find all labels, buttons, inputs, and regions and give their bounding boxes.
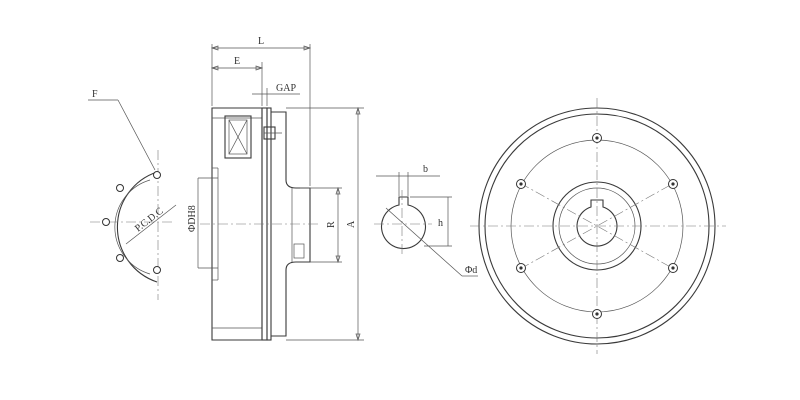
r-arrow-top [335,186,341,195]
l-arrow-right [303,45,312,51]
bolt-hole [102,218,110,226]
b-label: b [423,164,428,175]
l-arrow-left [210,45,219,51]
bore-with-keyway [576,199,618,247]
h-label: h [438,218,443,229]
f-leader-line [117,99,156,171]
clutch-section-view: L E GAP ΦDH8 R A [187,36,364,342]
front-centerline-diag [519,182,675,270]
bolt-hole-center [595,312,599,316]
a-label: A [346,220,357,228]
front-centerline-diag [519,182,675,270]
e-arrow-right [255,65,264,71]
bolt-hole [153,171,161,179]
a-arrow-top [355,106,361,115]
gap-label: GAP [276,83,296,94]
d-label: Φd [465,265,477,276]
coil-box [224,115,252,159]
pcd-label: P.C.D.C [133,205,166,234]
bolt-hole [116,184,124,192]
l-label: L [258,36,264,47]
a-arrow-bottom [355,333,361,342]
dh-label: ΦDH8 [187,205,198,232]
bolt-hole-center [519,182,523,186]
e-label: E [234,56,240,67]
d-leader-line [385,207,463,277]
bolt-hole-center [671,266,675,270]
bolt-hole-center [595,136,599,140]
f-label: F [92,89,98,100]
r-arrow-bottom [335,255,341,264]
pcd-leader-line [125,204,177,245]
hub-outline [271,111,311,337]
bolt-hole [153,266,161,274]
bolt-hole-center [519,266,523,270]
bolt-hole [116,254,124,262]
clutch-front-view [470,98,726,354]
mounting-bolts [516,133,678,319]
bolt-circle-inner-arc [114,179,151,275]
e-arrow-left [210,65,219,71]
coil-box-inner [228,119,248,155]
r-label: R [326,221,337,228]
bolt-hole-center [671,182,675,186]
keyway-slot [293,243,305,259]
shaft-bore-with-key [380,196,427,250]
bolt-circle-view: F P.C.D.C [88,89,177,300]
keyway-detail: b h Φd [374,164,478,277]
coil-cross [228,119,248,155]
bolt-circle-arc [116,171,158,283]
